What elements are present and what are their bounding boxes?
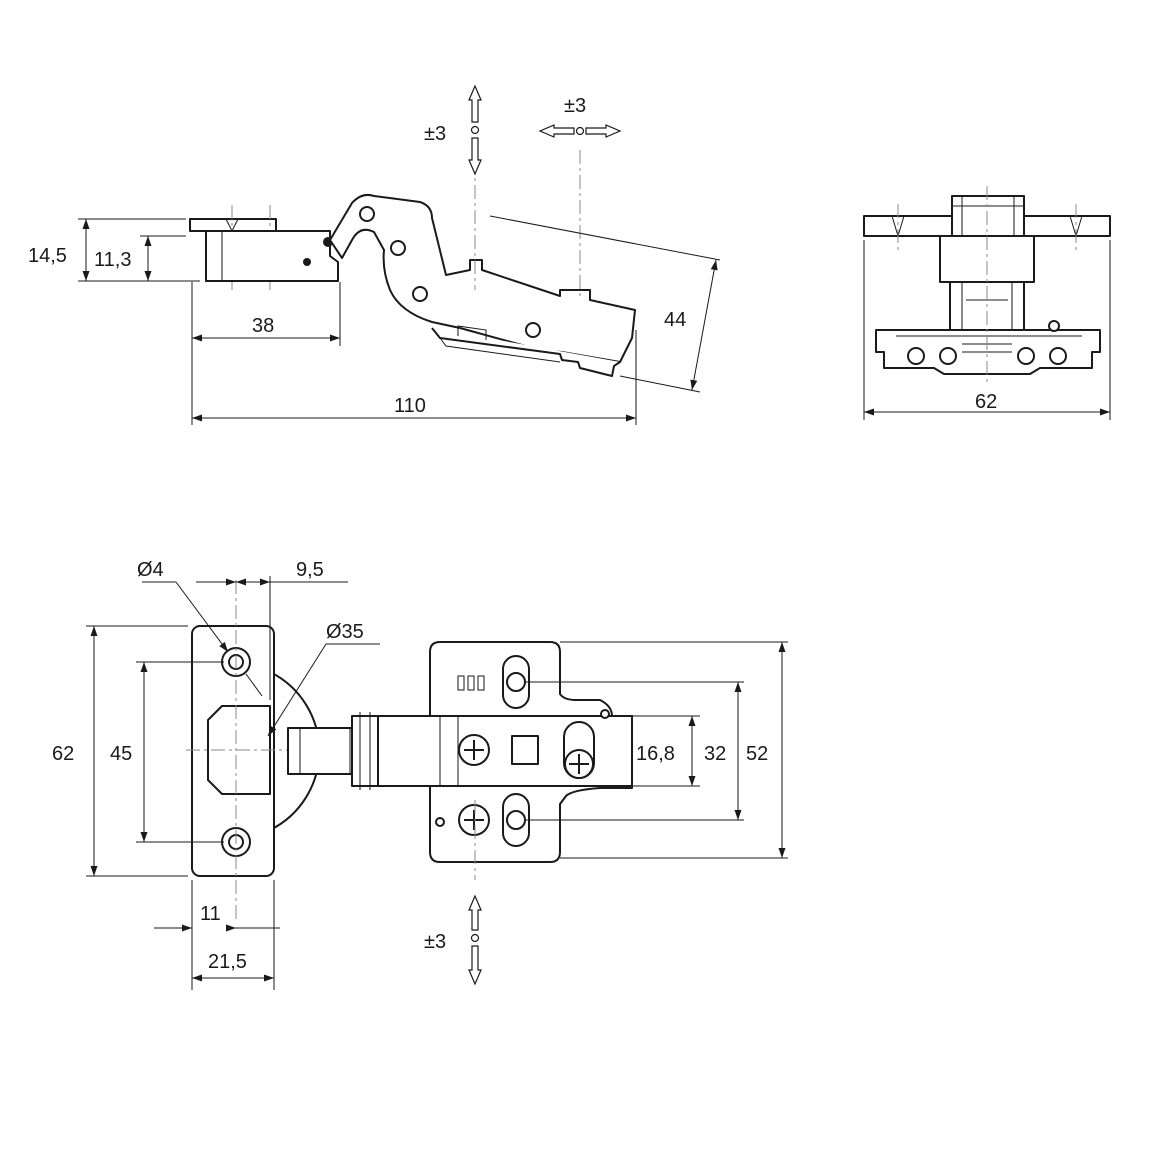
- dim-arm-height: 44: [664, 309, 686, 331]
- hinge-link: [329, 193, 636, 363]
- depth-adjust-label: ±3: [424, 931, 446, 953]
- screw-bottom: [458, 804, 490, 836]
- side-view: ±3 ±3 14,5 11,3 38 110 44: [28, 84, 721, 425]
- dim-height-cup: 11,3: [94, 249, 131, 271]
- dim-plate-width: 21,5: [208, 951, 247, 973]
- dim-edge-distance: 11: [200, 903, 221, 925]
- cup-rivet: [303, 258, 311, 266]
- dim-hole-spacing: 45: [110, 743, 132, 765]
- dim-plate-height: 62: [52, 743, 74, 765]
- plan-view: Ø4 9,5 Ø35 62 45 11 21,5: [52, 559, 788, 990]
- screw-right: [563, 721, 595, 779]
- screw-left: [458, 734, 490, 766]
- dim-offset: 9,5: [296, 559, 324, 581]
- hinge-cup: [205, 230, 339, 282]
- mounting-plate-side: [431, 327, 621, 377]
- cup-recess: [207, 705, 271, 795]
- dim-slot-height: 16,8: [636, 743, 675, 765]
- dim-cup-width: 38: [252, 315, 274, 337]
- hinge-knuckle: [351, 715, 379, 787]
- dim-mount-spacing: 32: [704, 743, 726, 765]
- dim-height-total: 14,5: [28, 245, 67, 267]
- end-arm-top: [951, 195, 1025, 237]
- horizontal-adjust-label: ±3: [564, 95, 586, 117]
- vertical-adjust-arrow: [468, 84, 482, 176]
- dim-end-width: 62: [975, 391, 997, 413]
- end-view: 62: [863, 186, 1111, 420]
- hinge-arm-shank: [287, 727, 361, 775]
- horizontal-adjust-arrow: [538, 124, 622, 138]
- depth-adjust-arrow: [468, 894, 482, 986]
- dim-mount-height: 52: [746, 743, 768, 765]
- cup-plate: [191, 625, 275, 877]
- dim-cup-diameter: Ø35: [326, 621, 364, 643]
- adjust-square: [511, 735, 539, 765]
- dim-screw-hole: Ø4: [137, 559, 164, 581]
- vertical-adjust-label: ±3: [424, 123, 446, 145]
- dim-total-length: 110: [394, 395, 426, 417]
